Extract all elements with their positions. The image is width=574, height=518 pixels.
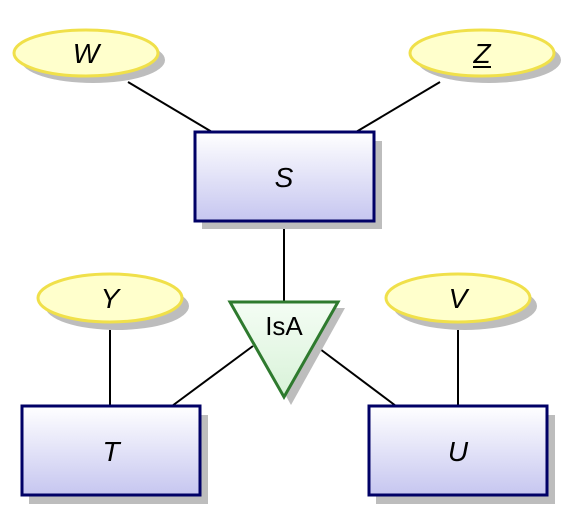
- entity-s-shape: [193, 130, 376, 223]
- entity-t-shape: [20, 404, 202, 497]
- line-z-s: [355, 81, 441, 133]
- entity-t[interactable]: T: [20, 404, 208, 504]
- entity-u-shape: [367, 404, 549, 497]
- attribute-y-shape: [36, 272, 184, 324]
- attribute-v-shape: [384, 272, 532, 324]
- line-isa-u: [315, 345, 397, 407]
- entity-s[interactable]: S: [193, 130, 382, 229]
- attribute-w-shape: [12, 28, 160, 78]
- attribute-z-shape: [408, 28, 556, 78]
- attribute-v[interactable]: V: [384, 272, 537, 330]
- attribute-w[interactable]: W: [12, 28, 165, 83]
- line-isa-t: [171, 345, 254, 407]
- entity-s-label: S: [275, 162, 294, 193]
- isa-relationship[interactable]: IsA: [227, 300, 345, 405]
- line-w-s: [127, 81, 213, 133]
- attribute-y-label: Y: [101, 283, 122, 314]
- entity-u[interactable]: U: [367, 404, 555, 504]
- isa-shape: [227, 300, 341, 401]
- attribute-w-label: W: [73, 38, 102, 69]
- connectors: [109, 81, 459, 407]
- attribute-z[interactable]: Z: [408, 28, 561, 83]
- attribute-z-label: Z: [472, 38, 491, 69]
- entity-t-label: T: [102, 436, 121, 467]
- entity-u-label: U: [448, 436, 469, 467]
- attribute-v-label: V: [449, 283, 470, 314]
- attribute-y[interactable]: Y: [36, 272, 189, 330]
- isa-label: IsA: [265, 311, 303, 341]
